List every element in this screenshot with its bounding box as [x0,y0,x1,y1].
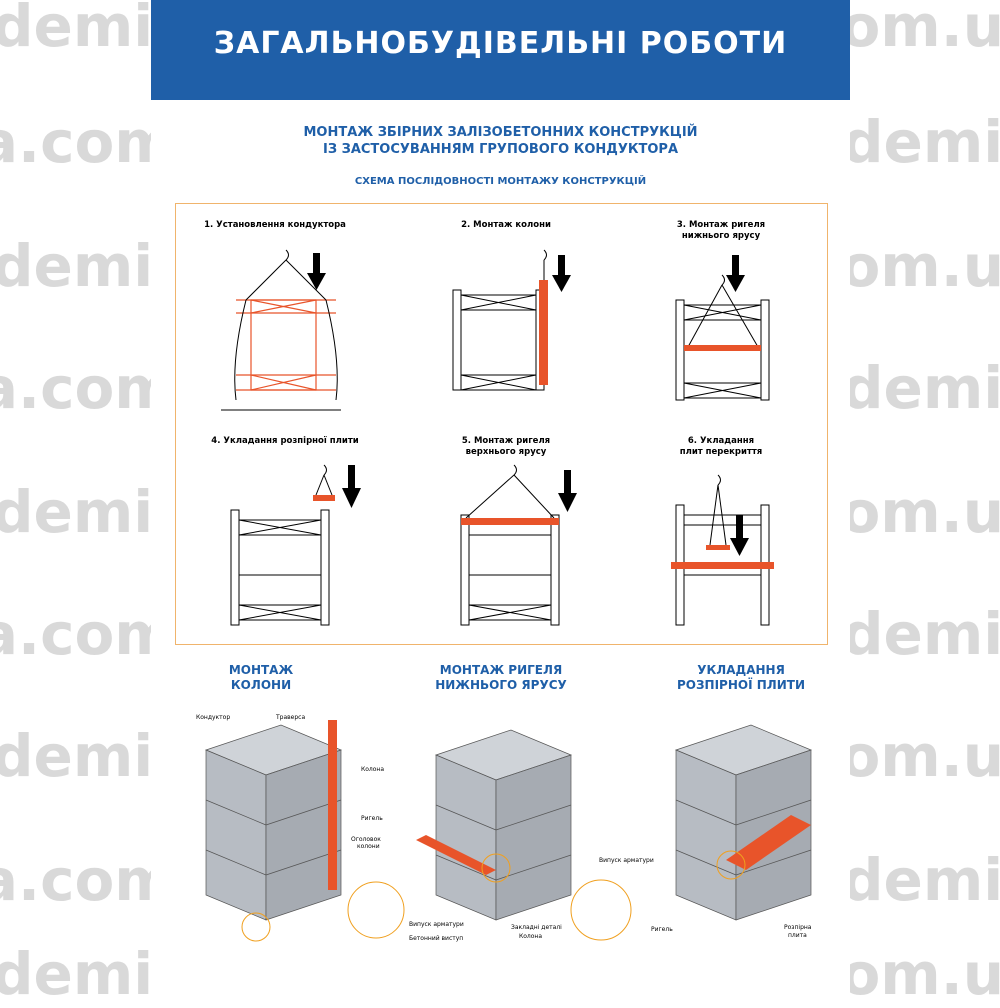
callout-column: Колона [361,766,385,773]
section-title-line2: ІЗ ЗАСТОСУВАННЯМ ГРУПОВОГО КОНДУКТОРА [323,142,678,157]
poster: ЗАГАЛЬНОБУДІВЕЛЬНІ РОБОТИ МОНТАЖ ЗБІРНИХ… [151,0,850,1000]
step-5-label-line2: верхнього ярусу [465,447,547,457]
hook-icon [721,274,725,286]
scheme-frame [175,203,828,645]
bottom-title-column-line1: МОНТАЖ [228,663,294,677]
down-arrow-icon [552,255,571,292]
callout-concrete-ledge: Бетонний виступ [409,935,464,942]
step-4-diagram [230,464,361,626]
bottom-title-beam-line2: НИЖНЬОГО ЯРУСУ [435,678,567,692]
slab-orange [726,815,811,870]
slab-orange [313,495,335,501]
callout-beam: Ригель [361,815,383,822]
floor-slab-orange [671,562,774,569]
step-3-label: 3. Монтаж ригеля нижнього ярусу [641,220,801,242]
bottom-title-column: МОНТАЖ КОЛОНИ [191,663,331,693]
step-3-label-line2: нижнього ярусу [681,231,761,241]
step-2-diagram [452,249,571,391]
step-1-label: 1. Установлення кондуктора [195,220,355,231]
hook-icon [285,249,289,261]
section-title: МОНТАЖ ЗБІРНИХ ЗАЛІЗОБЕТОННИХ КОНСТРУКЦІ… [151,124,850,158]
isometric-illustrations [205,720,812,942]
watermark-text: demita.com.ua [842,600,1000,668]
section-title-line1: МОНТАЖ ЗБІРНИХ ЗАЛІЗОБЕТОННИХ КОНСТРУКЦІ… [303,125,698,140]
down-arrow-icon [342,465,361,508]
callout-column-head-2: колони [357,843,380,850]
callout-spacer-slab-1: Розпірна [784,924,812,931]
column-orange [328,720,337,890]
step-2-label: 2. Монтаж колони [426,220,586,231]
step-6-diagram [671,474,774,626]
column-orange [539,280,548,385]
step-2-label-line1: 2. Монтаж колони [461,220,551,230]
step-4-label-line1: 4. Укладання розпірної плити [211,436,359,446]
callout-spacer-slab-2: плита [788,932,807,939]
down-arrow-icon [307,253,326,290]
hook-icon [543,249,547,261]
step-1-label-line1: 1. Установлення кондуктора [204,220,346,230]
building-2 [435,729,572,921]
step-5-label: 5. Монтаж ригеля верхнього ярусу [426,436,586,458]
hook-icon [717,474,721,486]
down-arrow-icon [558,470,577,512]
step-5-diagram [460,464,577,626]
watermark-text: demita.com.ua [842,846,1000,914]
detail-callout-circles [241,850,746,942]
watermark-text: demita.com.ua [842,108,1000,176]
callout-rebar-outlet-2: Випуск арматури [599,857,654,864]
bottom-title-beam-line1: МОНТАЖ РИГЕЛЯ [439,663,563,677]
callout-beam-2: Ригель [651,926,673,933]
step-1-diagram [221,249,341,411]
step-6-label-line1: 6. Укладання [687,436,755,446]
bottom-title-beam: МОНТАЖ РИГЕЛЯ НИЖНЬОГО ЯРУСУ [411,663,591,693]
hook-icon [323,464,327,476]
beam-orange [684,345,761,351]
bottom-title-slab: УКЛАДАННЯ РОЗПІРНОЇ ПЛИТИ [661,663,821,693]
step-6-label-line2: плит перекриття [679,447,763,457]
conductor-frame-orange [236,299,336,391]
step-4-label: 4. Укладання розпірної плити [195,436,375,447]
callout-column-2: Колона [519,933,543,940]
callout-embedded-parts: Закладні деталі [511,924,562,931]
beam-orange [461,518,559,525]
slab-orange [706,545,730,550]
hook-icon [513,464,517,476]
bottom-title-slab-line2: РОЗПІРНОЇ ПЛИТИ [677,678,805,692]
bottom-title-slab-line1: УКЛАДАННЯ [697,663,785,677]
step-6-label: 6. Укладання плит перекриття [641,436,801,458]
down-arrow-icon [730,515,749,556]
callout-traverse: Траверса [276,714,306,721]
building-1 [205,724,342,921]
step-5-label-line1: 5. Монтаж ригеля [461,436,551,446]
page-title: ЗАГАЛЬНОБУДІВЕЛЬНІ РОБОТИ [213,26,788,61]
callout-conductor: Кондуктор [196,714,231,721]
down-arrow-icon [726,255,745,292]
callout-column-head-1: Оголовок [351,836,381,843]
watermark-text: demita.com.ua [842,354,1000,422]
header-banner: ЗАГАЛЬНОБУДІВЕЛЬНІ РОБОТИ [151,0,850,100]
step-3-diagram [675,255,770,401]
step-3-label-line1: 3. Монтаж ригеля [676,220,766,230]
scheme-title: СХЕМА ПОСЛІДОВНОСТІ МОНТАЖУ КОНСТРУКЦІЙ [354,176,647,187]
beam-orange [416,835,496,875]
bottom-title-column-line2: КОЛОНИ [230,678,292,692]
callout-rebar-outlet: Випуск арматури [409,921,464,928]
